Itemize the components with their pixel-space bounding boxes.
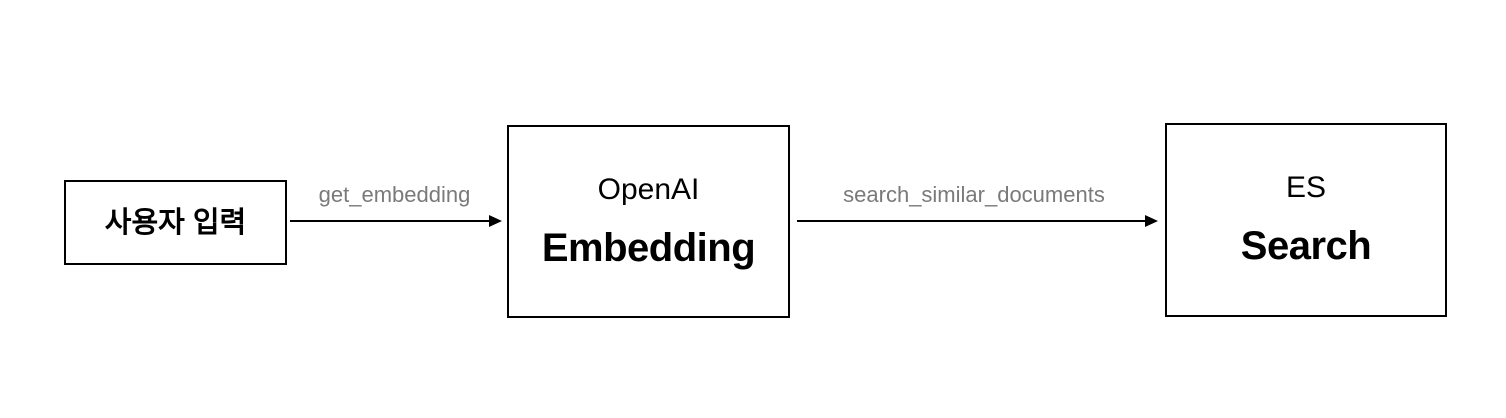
- node-openai-embedding-title: Embedding: [541, 225, 756, 270]
- arrowhead-icon: [1145, 215, 1158, 227]
- node-es-search: ES Search: [1165, 123, 1447, 317]
- edge-label-get-embedding: get_embedding: [318, 182, 471, 207]
- node-es-search-subtitle: ES: [1285, 171, 1327, 204]
- node-openai-embedding-subtitle: OpenAI: [597, 172, 700, 206]
- arrow-line-user-input-to-openai: [290, 220, 489, 222]
- node-user-input-label: 사용자 입력: [104, 206, 247, 239]
- arrow-line-openai-to-es: [797, 220, 1145, 222]
- edge-label-search-similar-documents: search_similar_documents: [843, 182, 1105, 207]
- node-user-input: 사용자 입력: [64, 180, 287, 265]
- node-es-search-title: Search: [1240, 224, 1372, 268]
- node-openai-embedding: OpenAI Embedding: [507, 125, 790, 318]
- arrowhead-icon: [489, 215, 502, 227]
